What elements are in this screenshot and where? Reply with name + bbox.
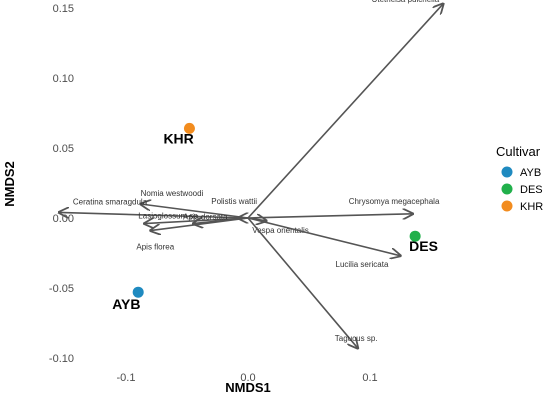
- species-vector-arrow: [247, 217, 358, 348]
- x-axis-title: NMDS1: [225, 380, 271, 395]
- species-vector-label: Apis florea: [136, 243, 174, 252]
- species-vector-label: Utetheisa pulchella: [372, 0, 440, 4]
- cultivar-points: AYB DES KHR: [112, 122, 438, 312]
- legend-entry-label: AYB: [520, 167, 541, 179]
- species-vector-arrow: [247, 214, 413, 218]
- legend-entry-label: KHR: [520, 201, 543, 213]
- legend-entry-label: DES: [520, 184, 543, 196]
- x-tick-label: -0.1: [117, 372, 136, 384]
- legend-swatch: [501, 200, 513, 212]
- y-tick-label: 0.10: [53, 73, 74, 85]
- species-vectors: Utetheisa pulchellaNomia westwoodiCerati…: [59, 0, 443, 348]
- legend-title: Cultivar: [496, 144, 541, 159]
- species-vector-label: Chrysomya megacephala: [349, 197, 440, 206]
- y-axis-ticks: -0.10 -0.05 0.00 0.05 0.10 0.15: [49, 3, 74, 365]
- species-vector-label: Vespa orientalis: [252, 226, 308, 235]
- cultivar-point: [409, 230, 421, 242]
- legend-swatch: [501, 166, 513, 178]
- species-vector-label: Apis dorsata: [183, 213, 228, 222]
- species-vector-label: Lasioglossum sp.: [138, 212, 200, 221]
- x-tick-label: 0.1: [362, 372, 377, 384]
- legend-swatch: [501, 183, 513, 195]
- species-vector-arrow: [141, 204, 249, 219]
- y-tick-label: -0.05: [49, 283, 74, 295]
- species-vector-label: Nomia westwoodi: [141, 189, 204, 198]
- cultivar-point-label: AYB: [112, 296, 140, 312]
- species-vector-label: Ceratina smaragdula: [73, 197, 148, 206]
- x-axis-ticks: -0.1 0.0 0.1: [117, 372, 378, 384]
- y-tick-label: 0.15: [53, 3, 74, 15]
- cultivar-point: [183, 122, 195, 134]
- y-tick-label: 0.00: [53, 213, 74, 225]
- y-tick-label: -0.10: [49, 353, 74, 365]
- y-axis-title: NMDS2: [2, 161, 17, 207]
- species-vector-label: Polistis wattii: [211, 197, 257, 206]
- species-vector-label: Lucilia sericata: [336, 260, 389, 269]
- species-vector-arrow: [247, 217, 401, 256]
- species-vector-arrow: [247, 4, 443, 219]
- cultivar-point-label: KHR: [163, 130, 193, 146]
- y-tick-label: 0.05: [53, 143, 74, 155]
- species-vector-label: Tagucus sp.: [335, 334, 378, 343]
- species-vector-arrow: [59, 212, 249, 219]
- cultivar-point: [132, 286, 144, 298]
- cultivar-point-label: DES: [409, 238, 438, 254]
- x-tick-label: 0.0: [240, 372, 255, 384]
- legend: Cultivar AYB DES KHR: [496, 144, 543, 213]
- species-vector-arrow: [150, 217, 249, 231]
